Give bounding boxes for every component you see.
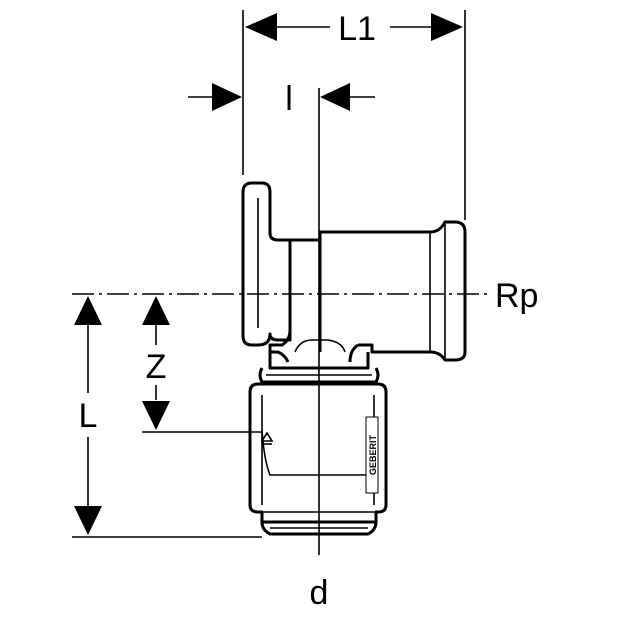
wall-plate-outline (241, 181, 292, 347)
elbow-inner-curve (294, 339, 346, 353)
z-arrow-bottom (142, 401, 170, 430)
socket-outline (290, 220, 467, 362)
connector-outline (248, 382, 388, 524)
l1-arrow-left (245, 13, 277, 41)
dimension-z: Z (142, 296, 262, 433)
l-total-arrow-top (74, 296, 102, 325)
l-label: l (285, 80, 293, 118)
d-label: d (310, 574, 329, 612)
fitting-body (268, 220, 467, 363)
dimension-l1: L1 (242, 10, 466, 220)
z-arrow-top (142, 296, 170, 325)
l1-label: L1 (338, 10, 376, 48)
brand-logo: GEBERIT (365, 416, 379, 494)
l-total-label: L (79, 397, 98, 435)
elbow-curve-left (268, 329, 292, 363)
dimension-l: l (188, 80, 375, 118)
l-total-arrow-bottom (74, 506, 102, 535)
rp-label: Rp (495, 277, 538, 315)
z-label: Z (146, 348, 167, 386)
brand-logo-text: GEBERIT (368, 435, 378, 476)
dimension-l-total: L (72, 296, 262, 538)
connector-sleeve (260, 521, 378, 536)
elbow-curve-right (348, 343, 359, 363)
l1-arrow-right (431, 13, 463, 41)
connector-taper-line (261, 429, 375, 476)
pushfit-connector: GEBERIT (248, 382, 388, 536)
l-arrow-right (320, 83, 350, 111)
l-arrow-left (212, 83, 242, 111)
wall-plate (241, 181, 292, 347)
insertion-mark-icon (260, 431, 274, 442)
neck-ring (258, 367, 380, 384)
neck-upper-band (268, 352, 370, 370)
connection-neck (258, 352, 380, 384)
